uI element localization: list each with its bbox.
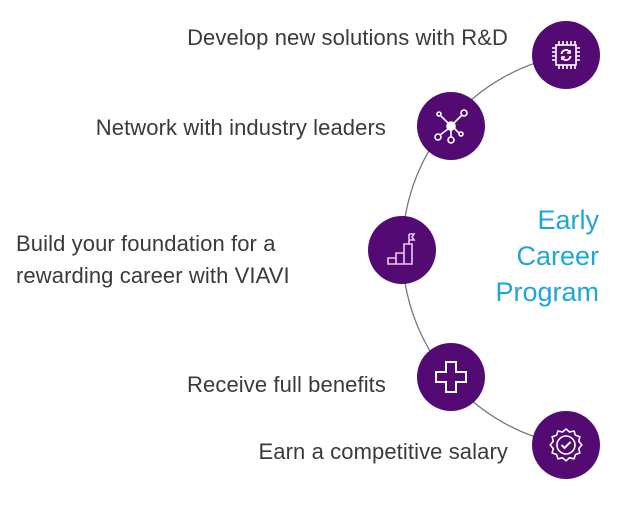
title-line2: Career <box>516 241 599 271</box>
item-foundation-line2: rewarding career with VIAVI <box>16 263 290 288</box>
chip-refresh-icon <box>532 21 600 89</box>
stairs-flag-icon <box>368 216 436 284</box>
title-line3: Program <box>495 277 599 307</box>
title-line1: Early <box>537 205 599 235</box>
item-foundation-line1: Build your foundation for a <box>16 231 276 256</box>
network-icon <box>417 92 485 160</box>
item-foundation-label: Build your foundation for a rewarding ca… <box>16 228 290 292</box>
program-title: Early Career Program <box>495 202 599 310</box>
item-network-label: Network with industry leaders <box>95 115 386 140</box>
item-benefits-label: Receive full benefits <box>187 372 386 397</box>
medical-cross-icon <box>417 343 485 411</box>
item-salary-label: Earn a competitive salary <box>258 439 508 464</box>
item-rd-label: Develop new solutions with R&D <box>187 25 508 50</box>
badge-check-icon <box>532 411 600 479</box>
